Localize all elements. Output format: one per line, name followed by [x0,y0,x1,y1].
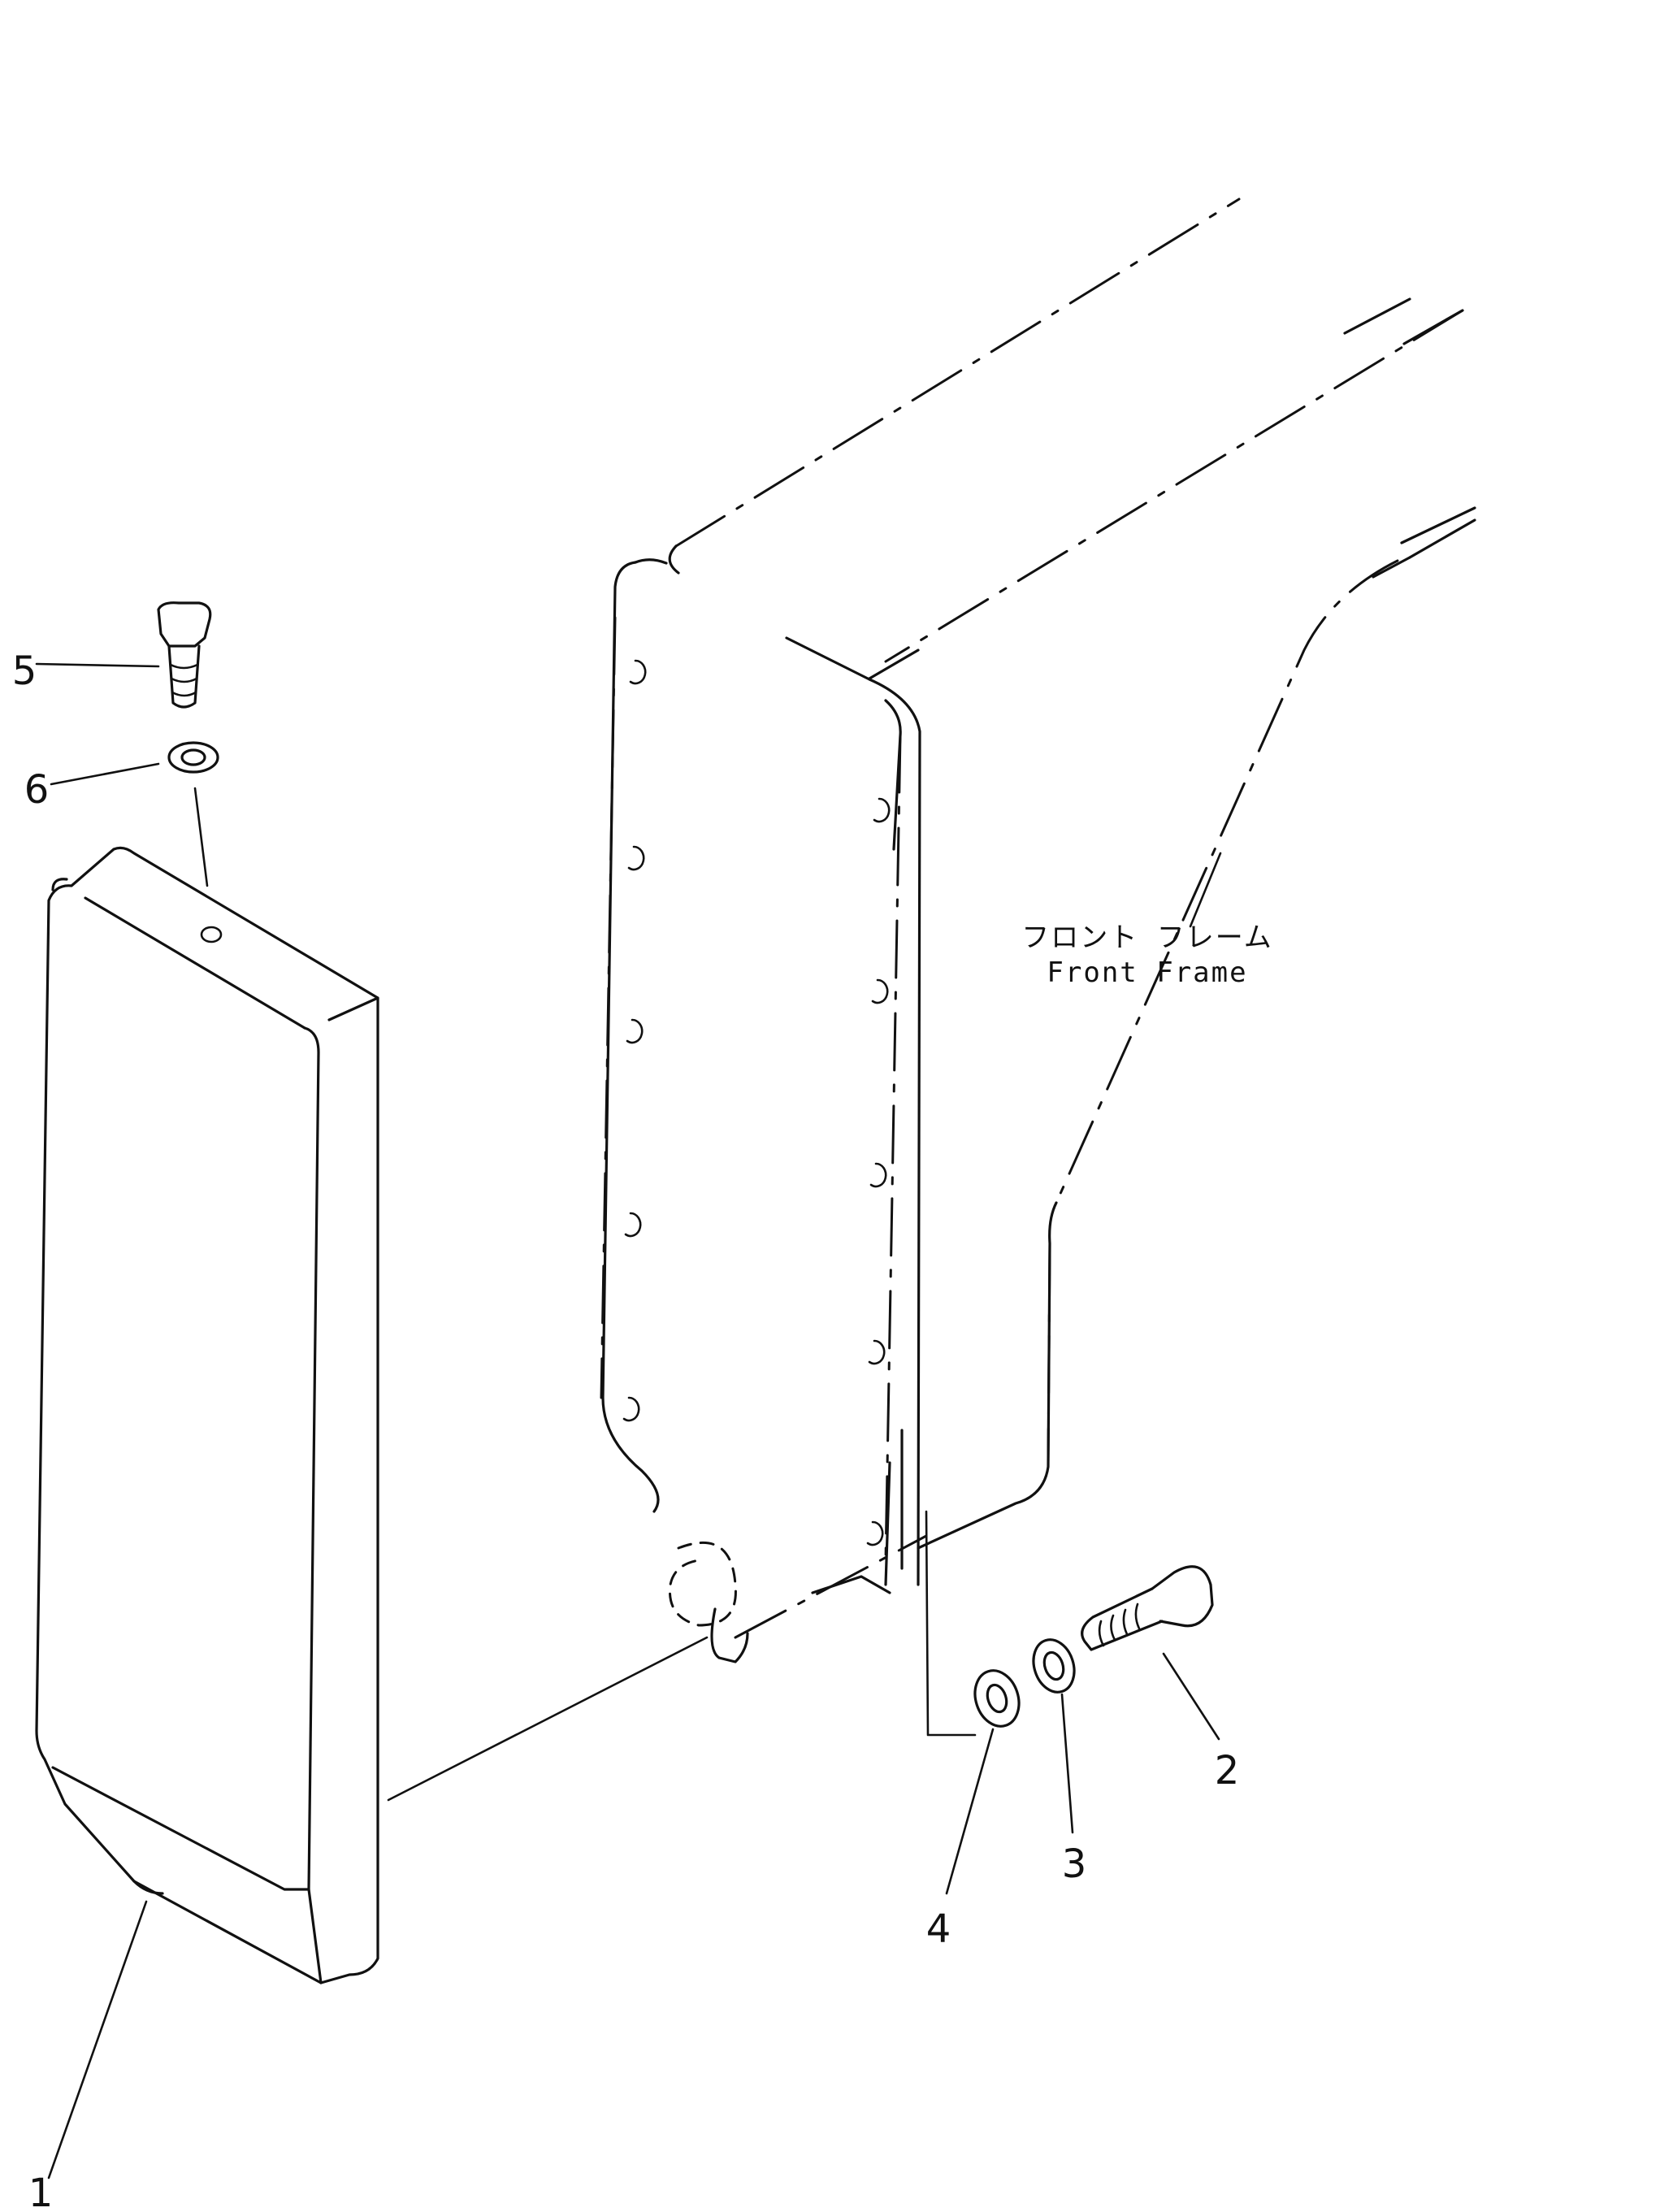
bolt-5-head [157,601,212,648]
bolt-hole [869,1162,887,1188]
frame-upper-centerline [884,309,1464,663]
bolt-hole [626,1018,644,1044]
frame-side-edge [917,1201,1058,1550]
frame-sweep-centerline [1055,559,1399,1204]
pivot-boss-hidden [668,1541,737,1627]
washer-4-inner [986,1683,1008,1714]
frame-top-centerline [674,197,1241,548]
washer-4-bracket-line [925,1510,977,1737]
frame-mid-centerline [1372,556,1411,579]
callout-5: 5 [12,648,37,694]
panel-front-right-edge [303,1026,323,1984]
washer-6-centerline [193,787,209,887]
frame-upper-edge-a [1343,297,1411,335]
flange-right-edge [868,678,921,1586]
panel-bottom-edge [51,1766,310,1891]
pivot-bracket [811,1575,891,1594]
flange-left-edge [601,561,660,1513]
frame-label-japanese: フロント フレーム [1021,922,1272,954]
panel-top-right-edge [327,996,379,1021]
callout-1: 1 [28,2171,54,2212]
washer-3-outer [1032,1638,1076,1694]
leader-3 [1060,1693,1074,1834]
callout-2: 2 [1215,1748,1240,1793]
panel-part-1 [35,846,709,1984]
frame-label-leader [1189,852,1222,928]
panel-mount-line [387,1636,709,1802]
leader-lines [35,662,1220,2179]
panel-top-corner [51,878,68,891]
leader-2 [1162,1652,1220,1741]
flange-inner-right [884,699,902,851]
frame-upper-edge-c [868,648,920,680]
frame-mid-edge-a [1400,506,1476,544]
bolt-hole [873,797,891,823]
bolt-part-2 [1081,1565,1214,1651]
frame-label-english: Front Frame [1047,956,1247,989]
bolt-hole [627,845,645,871]
bolt-hole [629,659,647,685]
washer-4-outer [973,1669,1021,1728]
leader-6 [50,762,160,786]
washer-part-6 [167,741,219,887]
callout-6: 6 [24,767,50,813]
bolt-hole [622,1396,640,1422]
front-frame [600,197,1476,1663]
flange-left-centerline [600,616,617,1399]
leader-1 [47,1900,148,2179]
washer-part-4 [925,1510,1021,1737]
frame-side-centerline [1047,1242,1051,1464]
panel-bolt-hole [200,926,223,943]
callouts: 5 6 1 2 3 4 [12,648,1240,2212]
washer-3-inner [1042,1650,1065,1681]
flange-inner-top [785,636,871,681]
frame-label: フロント フレーム Front Frame [1021,922,1272,989]
callout-3: 3 [1062,1841,1087,1887]
bolt-2-thread [1098,1603,1141,1647]
frame-top-corner [668,544,680,575]
washer-6-outer [167,741,219,774]
washer-6-inner [180,748,206,766]
bolt-hole [866,1520,884,1546]
bolt-5-shank [167,644,201,709]
leader-4 [945,1728,995,1895]
pivot-bracket-post-b [884,1461,891,1586]
bolt-2-head [1151,1565,1214,1628]
frame-mid-edge-b [1408,518,1476,559]
bolt-hole [868,1339,886,1365]
bolt-2-shank [1081,1587,1164,1651]
washer-part-3 [1032,1638,1076,1694]
bolt-part-5 [157,601,212,709]
bolt-hole [624,1212,642,1238]
flange-top-edge [634,558,668,565]
bolt-hole [871,978,889,1004]
callout-4: 4 [926,1906,951,1952]
leader-5 [35,662,160,668]
pivot-boss [710,1607,749,1663]
bolt-5-thread [169,663,199,697]
panel-outline [35,846,379,1984]
flange-right-centerline [884,734,902,1562]
panel-top-face-edge [84,896,306,1030]
panel-bottom-corner [132,1880,164,1895]
